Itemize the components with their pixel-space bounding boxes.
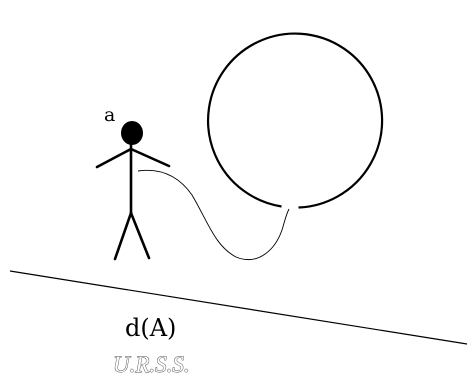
connecting-curve [138, 170, 289, 259]
stick-figure [97, 121, 169, 259]
figure-right-arm [131, 149, 169, 166]
ground-label: d(A) [125, 314, 176, 342]
person-label: a [104, 104, 115, 126]
figure-right-leg [131, 213, 149, 258]
figure-head [121, 121, 143, 145]
circle-shape [208, 34, 382, 208]
figure-left-arm [97, 149, 131, 167]
caption-label: U.R.S.S. [113, 352, 190, 377]
figure-left-leg [115, 213, 131, 259]
ground-line [10, 271, 467, 344]
